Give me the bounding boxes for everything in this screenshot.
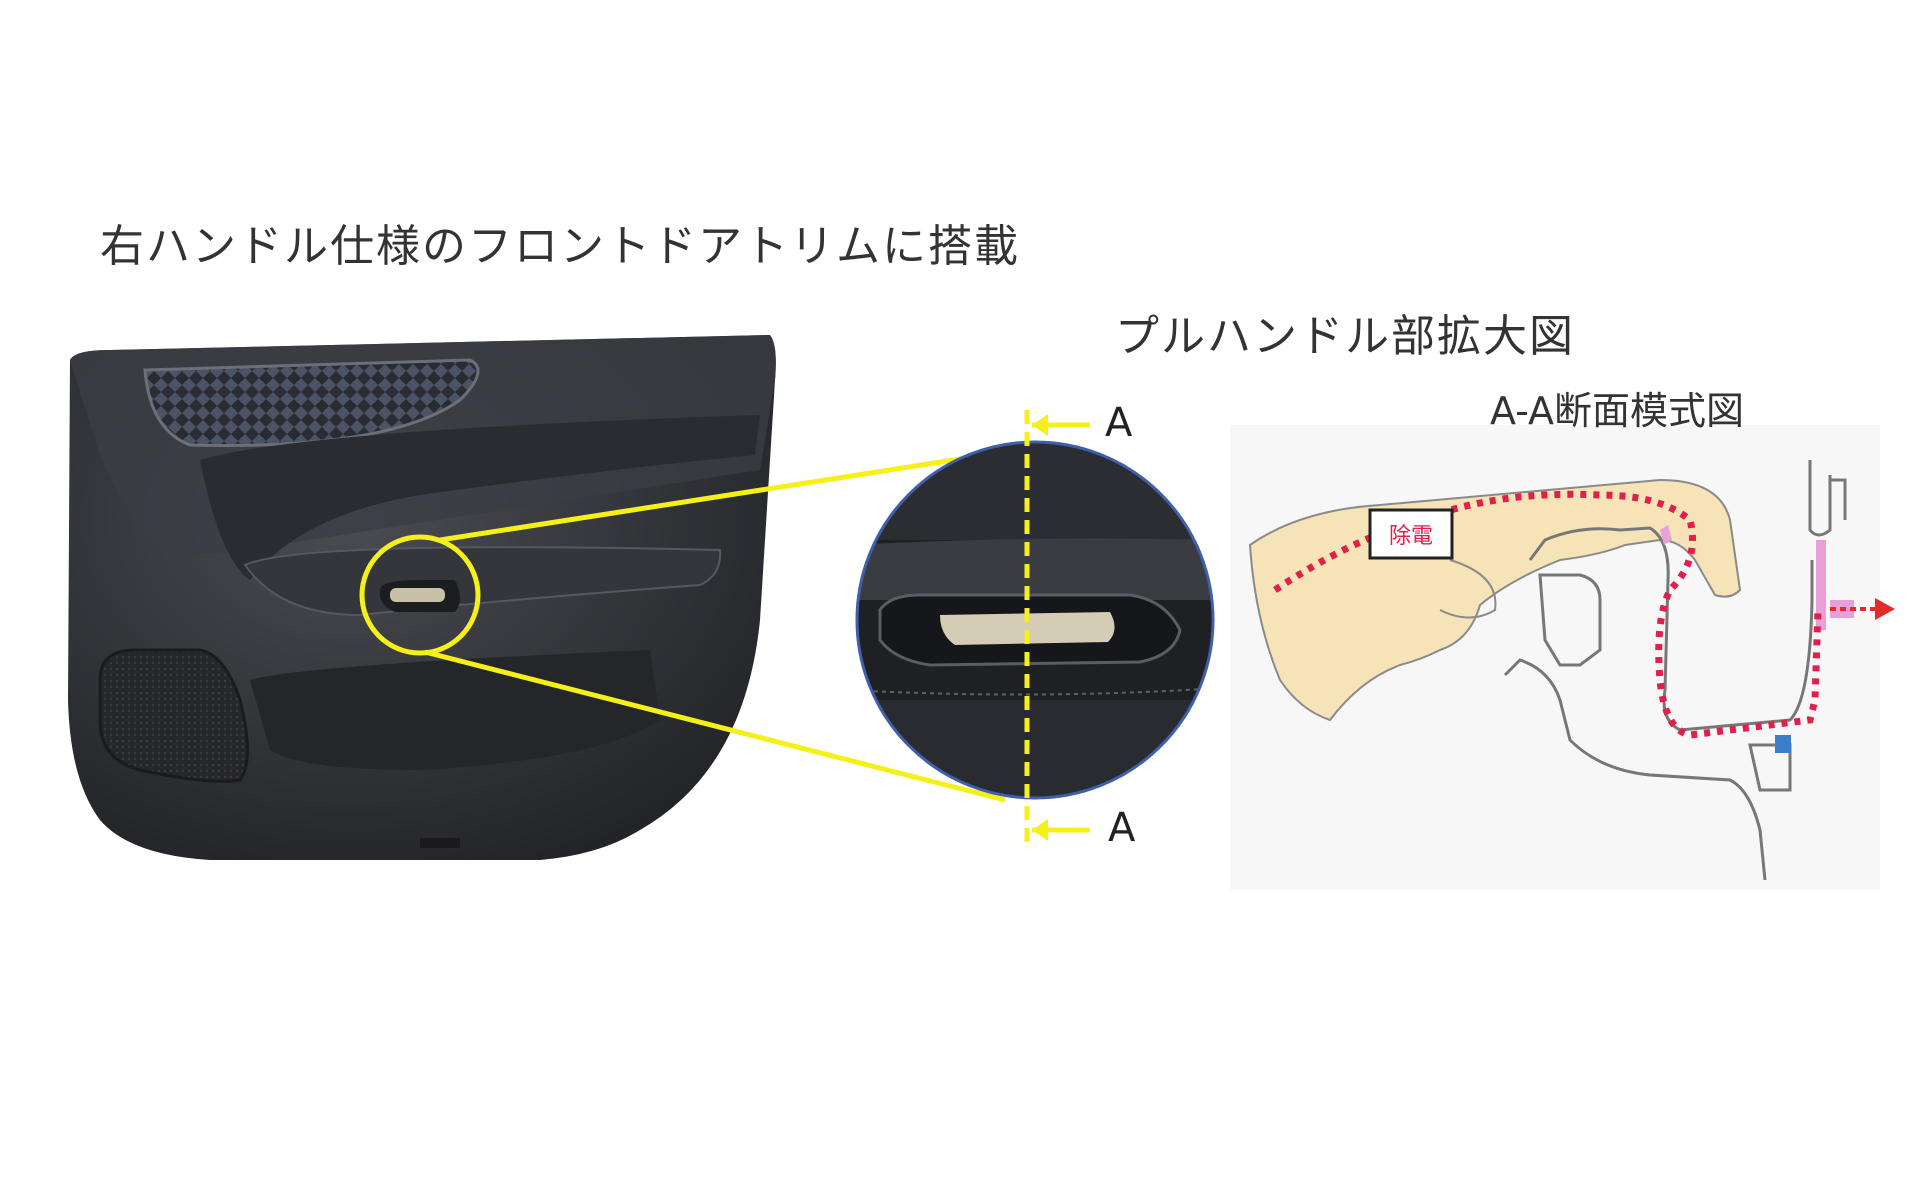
section-marker-top: A (1105, 400, 1133, 446)
section-view-title: A-A断面模式図 (1490, 389, 1745, 433)
callout-line-top (439, 449, 1006, 543)
handle-highlight-circle (359, 534, 481, 656)
discharge-callout-label: 除電 (1388, 524, 1433, 549)
callout-line-bottom (424, 649, 1006, 803)
magnified-handle-lens (857, 442, 1213, 798)
main-title: 右ハンドル仕様のフロントドアトリムに搭載 (100, 221, 1020, 272)
section-marker-bottom: A (1108, 805, 1136, 851)
section-arrow-top (1032, 414, 1090, 436)
door-trim-photo (68, 335, 776, 860)
cross-section-diagram (1230, 425, 1895, 890)
section-arrow-bottom (1032, 819, 1090, 841)
zoom-view-title: プルハンドル部拡大図 (1115, 311, 1575, 362)
